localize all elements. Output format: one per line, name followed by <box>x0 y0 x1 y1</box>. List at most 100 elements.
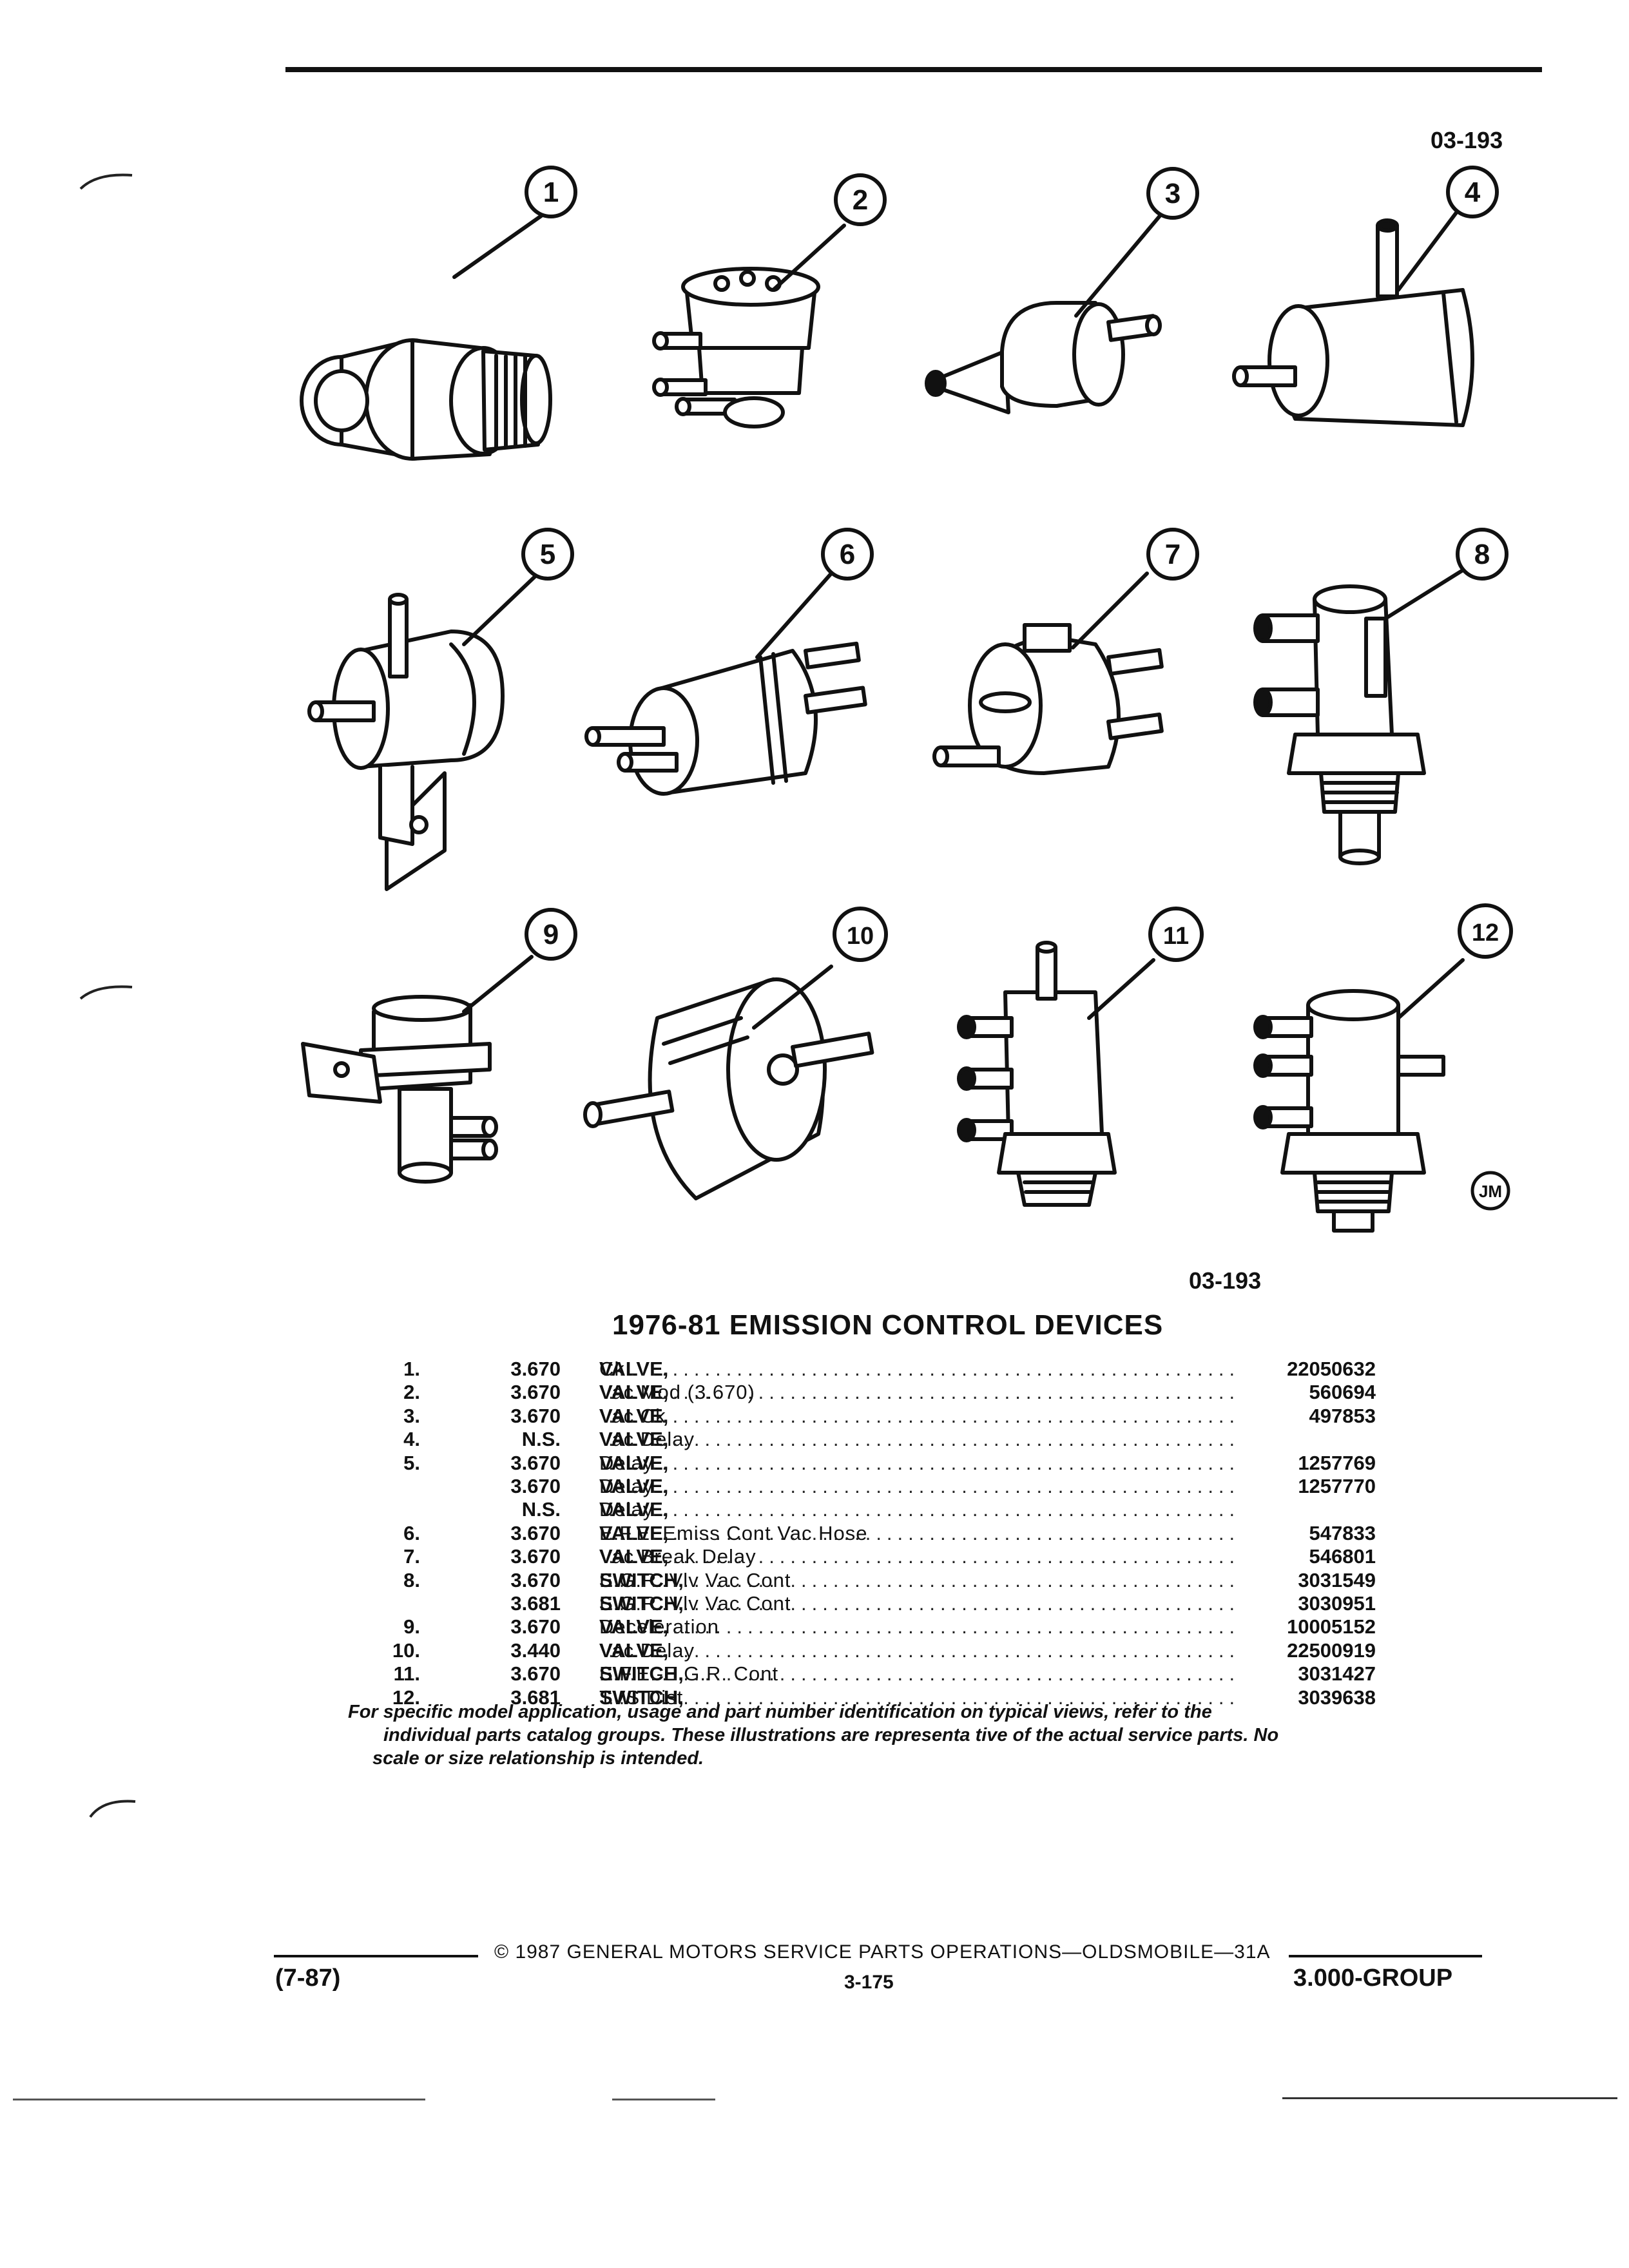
item-number: 2. <box>403 1381 420 1404</box>
leader-dots: ........................................… <box>608 1615 1237 1639</box>
top-rule <box>285 67 1542 72</box>
parts-row: 7. 3.670 VALVE, Vac Break Delay...........… <box>0 1545 1629 1569</box>
parts-row: 4.N.S.VALVE, Vac Delay..................… <box>0 1428 1629 1452</box>
part-number: 546801 <box>1309 1545 1376 1568</box>
part-qualifier: Ck <box>599 1358 625 1380</box>
part-number: 3030951 <box>1298 1592 1376 1615</box>
scan-line-mid <box>612 2099 715 2100</box>
part-qualifier: Delay <box>599 1498 654 1521</box>
part-6-efe-valve <box>584 641 867 796</box>
part-noun: SWITCH, <box>599 1686 684 1709</box>
page-title: 1976-81 EMISSION CONTROL DEVICES <box>612 1309 1164 1341</box>
part-qualifier: Vac Ck <box>599 1404 666 1427</box>
leader-dots: ........................................… <box>608 1475 1237 1497</box>
leader-dots: ........................................… <box>608 1592 1237 1615</box>
part-qualifier: E.G.R. Vlv Vac Cont <box>599 1568 791 1591</box>
part-qualifier: Vac Mod (3.670) <box>599 1381 755 1404</box>
leader-dots: ........................................… <box>608 1521 1237 1544</box>
note-line-3: scale or size relationship is intended. <box>372 1748 704 1769</box>
part-number: 22500919 <box>1287 1639 1376 1662</box>
part-noun: VALVE, <box>599 1475 669 1497</box>
item-number: 1. <box>403 1358 420 1380</box>
group-number: 3.670 <box>510 1545 561 1568</box>
part-number: 1257770 <box>1298 1475 1376 1497</box>
leader-dots: ........................................… <box>608 1568 1237 1591</box>
part-noun: VALVE, <box>599 1451 669 1474</box>
part-10-vac-delay-valve <box>583 977 874 1200</box>
part-noun: SWITCH, <box>599 1592 684 1615</box>
item-number: 12. <box>392 1686 420 1709</box>
part-noun: VALVE, <box>599 1615 669 1639</box>
part-qualifier: Vac Delay <box>599 1428 695 1451</box>
callout-8: 8 <box>1474 539 1490 570</box>
item-number: 9. <box>403 1615 420 1639</box>
part-qualifier: TVS Dist <box>599 1686 684 1709</box>
group-number: N.S. <box>521 1498 561 1521</box>
group-number: 3.670 <box>510 1475 561 1497</box>
leader-dots: ........................................… <box>608 1545 1237 1568</box>
note-line-2: individual parts catalog groups. These i… <box>383 1725 1279 1745</box>
footer-rule-right <box>1289 1955 1482 1957</box>
item-number: 7. <box>403 1545 420 1568</box>
leader-dots: ........................................… <box>608 1639 1237 1662</box>
group-number: N.S. <box>521 1428 561 1451</box>
callout-12: 12 <box>1472 919 1499 947</box>
footer-date-code: (7-87) <box>275 1965 341 1992</box>
part-12-tvs-switch <box>1253 989 1445 1233</box>
leader-dots: ........................................… <box>608 1451 1237 1474</box>
footer-page-number: 3-175 <box>844 1972 894 1993</box>
figure-code-top: 03-193 <box>1431 127 1503 153</box>
part-number: 497853 <box>1309 1404 1376 1427</box>
callout-11: 11 <box>1163 923 1189 950</box>
callout-balloons: 1 2 3 4 5 6 7 8 9 10 11 12 <box>521 166 1513 962</box>
scan-line-left <box>13 2099 425 2100</box>
callout-6: 6 <box>840 539 855 570</box>
part-8-egr-switch <box>1253 584 1426 865</box>
group-number: 3.440 <box>510 1639 561 1662</box>
leader-dots: ........................................… <box>608 1498 1237 1521</box>
footer-copyright: © 1987 GENERAL MOTORS SERVICE PARTS OPER… <box>494 1941 1271 1963</box>
part-number: 10005152 <box>1287 1615 1376 1639</box>
jm-logo: JM <box>1470 1171 1510 1211</box>
callout-10: 10 <box>847 923 874 950</box>
group-number: 3.670 <box>510 1404 561 1427</box>
part-qualifier: E.G.R. Vlv Vac Cont <box>599 1592 791 1615</box>
part-noun: VALVE, <box>599 1404 669 1427</box>
part-11-efe-egr-switch <box>957 941 1117 1207</box>
leader-dots: ........................................… <box>608 1404 1237 1427</box>
group-number: 3.670 <box>510 1615 561 1639</box>
part-qualifier: Deceleration <box>599 1615 720 1639</box>
part-noun: VALVE, <box>599 1639 669 1662</box>
callout-2: 2 <box>853 184 868 216</box>
leader-dots: ........................................… <box>608 1358 1237 1380</box>
part-1-check-valve <box>300 338 552 461</box>
figure-code-bottom: 03-193 <box>1189 1267 1262 1294</box>
callout-9: 9 <box>543 919 559 950</box>
part-number: 3031549 <box>1298 1568 1376 1591</box>
group-number: 3.670 <box>510 1521 561 1544</box>
part-number: 547833 <box>1309 1521 1376 1544</box>
part-number: 22050632 <box>1287 1358 1376 1380</box>
part-noun: VALVE, <box>599 1521 669 1544</box>
part-qualifier: Vac Break Delay <box>599 1545 757 1568</box>
svg-text:JM: JM <box>1479 1182 1502 1201</box>
part-number: 1257769 <box>1298 1451 1376 1474</box>
item-number: 8. <box>403 1568 420 1591</box>
part-noun: VALVE, <box>599 1545 669 1568</box>
part-qualifier: E.F.E.-E.G.R. Cont <box>599 1662 779 1686</box>
item-number: 6. <box>403 1521 420 1544</box>
part-noun: SWITCH, <box>599 1568 684 1591</box>
group-number: 3.681 <box>510 1686 561 1709</box>
group-number: 3.670 <box>510 1662 561 1686</box>
leader-dots: ........................................… <box>608 1428 1237 1451</box>
callout-5: 5 <box>540 539 555 570</box>
part-number: 3031427 <box>1298 1662 1376 1686</box>
